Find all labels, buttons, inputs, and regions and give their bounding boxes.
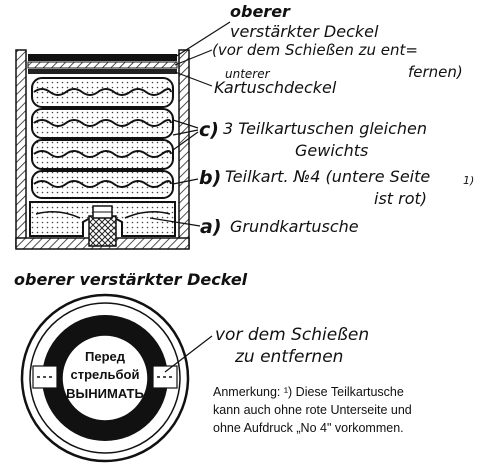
lower-lid-label-2: Kartuschdeckel bbox=[214, 78, 337, 97]
lid-remove-label-1: vor dem Schießen bbox=[215, 325, 369, 345]
partial-charge bbox=[31, 139, 174, 170]
label-b-line2: ist rot) bbox=[374, 189, 427, 208]
partial-charges-c bbox=[31, 77, 174, 170]
top-lid-label-2: verstärkter Deckel bbox=[230, 22, 379, 41]
russian-label-3: ВЫНИМАТЬ bbox=[66, 386, 144, 401]
russian-label-1: Перед bbox=[85, 349, 126, 364]
charge-seam bbox=[33, 180, 172, 188]
base-charge-a bbox=[29, 201, 176, 247]
remove-label-2: fernen) bbox=[408, 63, 463, 81]
partial-charge bbox=[31, 77, 174, 108]
cartridge-cross-section bbox=[15, 49, 190, 250]
primer-tube bbox=[88, 215, 117, 247]
remove-label-1: (vor dem Schießen zu ent= bbox=[212, 41, 418, 59]
partial-charge bbox=[31, 170, 174, 199]
lid-center-label bbox=[61, 334, 149, 422]
annotation-note: Anmerkung: ¹) Diese Teilkartusche kann a… bbox=[213, 385, 412, 435]
lower-lid-label-1: unterer bbox=[225, 67, 271, 81]
base-charge-seam bbox=[35, 210, 171, 219]
label-c-line2: Gewichts bbox=[295, 141, 368, 160]
label-b-letter: b) bbox=[199, 167, 221, 189]
top-reinforced-lid bbox=[28, 54, 177, 61]
russian-label-2: стрельбой bbox=[71, 367, 140, 382]
case-wall-left bbox=[15, 49, 27, 249]
charge-seam bbox=[33, 88, 172, 96]
lid-spacer bbox=[27, 61, 178, 69]
lid-remove-label-2: zu entfernen bbox=[234, 347, 343, 367]
label-a-text: Grundkartusche bbox=[230, 217, 359, 236]
partial-charge bbox=[31, 108, 174, 139]
charge-seam bbox=[33, 119, 172, 127]
label-a-letter: a) bbox=[200, 216, 222, 238]
label-c-line1: 3 Teilkartuschen gleichen bbox=[223, 119, 427, 138]
leader-lines bbox=[149, 21, 231, 227]
lid-top-view: Перед стрельбой ВЫНИМАТЬ bbox=[20, 293, 190, 463]
note-line-1: Anmerkung: ¹) Diese Teilkartusche bbox=[213, 385, 404, 399]
note-line-2: kann auch ohne rote Unterseite und bbox=[213, 403, 412, 417]
charge-seam bbox=[33, 150, 172, 158]
lower-cartridge-lid bbox=[28, 69, 177, 74]
note-line-3: ohne Aufdruck „No 4" vorkommen. bbox=[213, 421, 404, 435]
remove-leader-line bbox=[164, 335, 213, 373]
footnote-mark: 1) bbox=[463, 174, 474, 187]
label-b-line1: Teilkart. №4 (untere Seite bbox=[225, 167, 430, 186]
partial-charge-b bbox=[31, 170, 174, 199]
lid-view-title: oberer verstärkter Deckel bbox=[14, 270, 248, 289]
label-c-letter: c) bbox=[199, 119, 219, 141]
section-labels: oberer verstärkter Deckel (vor dem Schie… bbox=[199, 2, 474, 238]
case-wall-right bbox=[178, 49, 190, 249]
top-lid-label-1: oberer bbox=[230, 2, 291, 21]
